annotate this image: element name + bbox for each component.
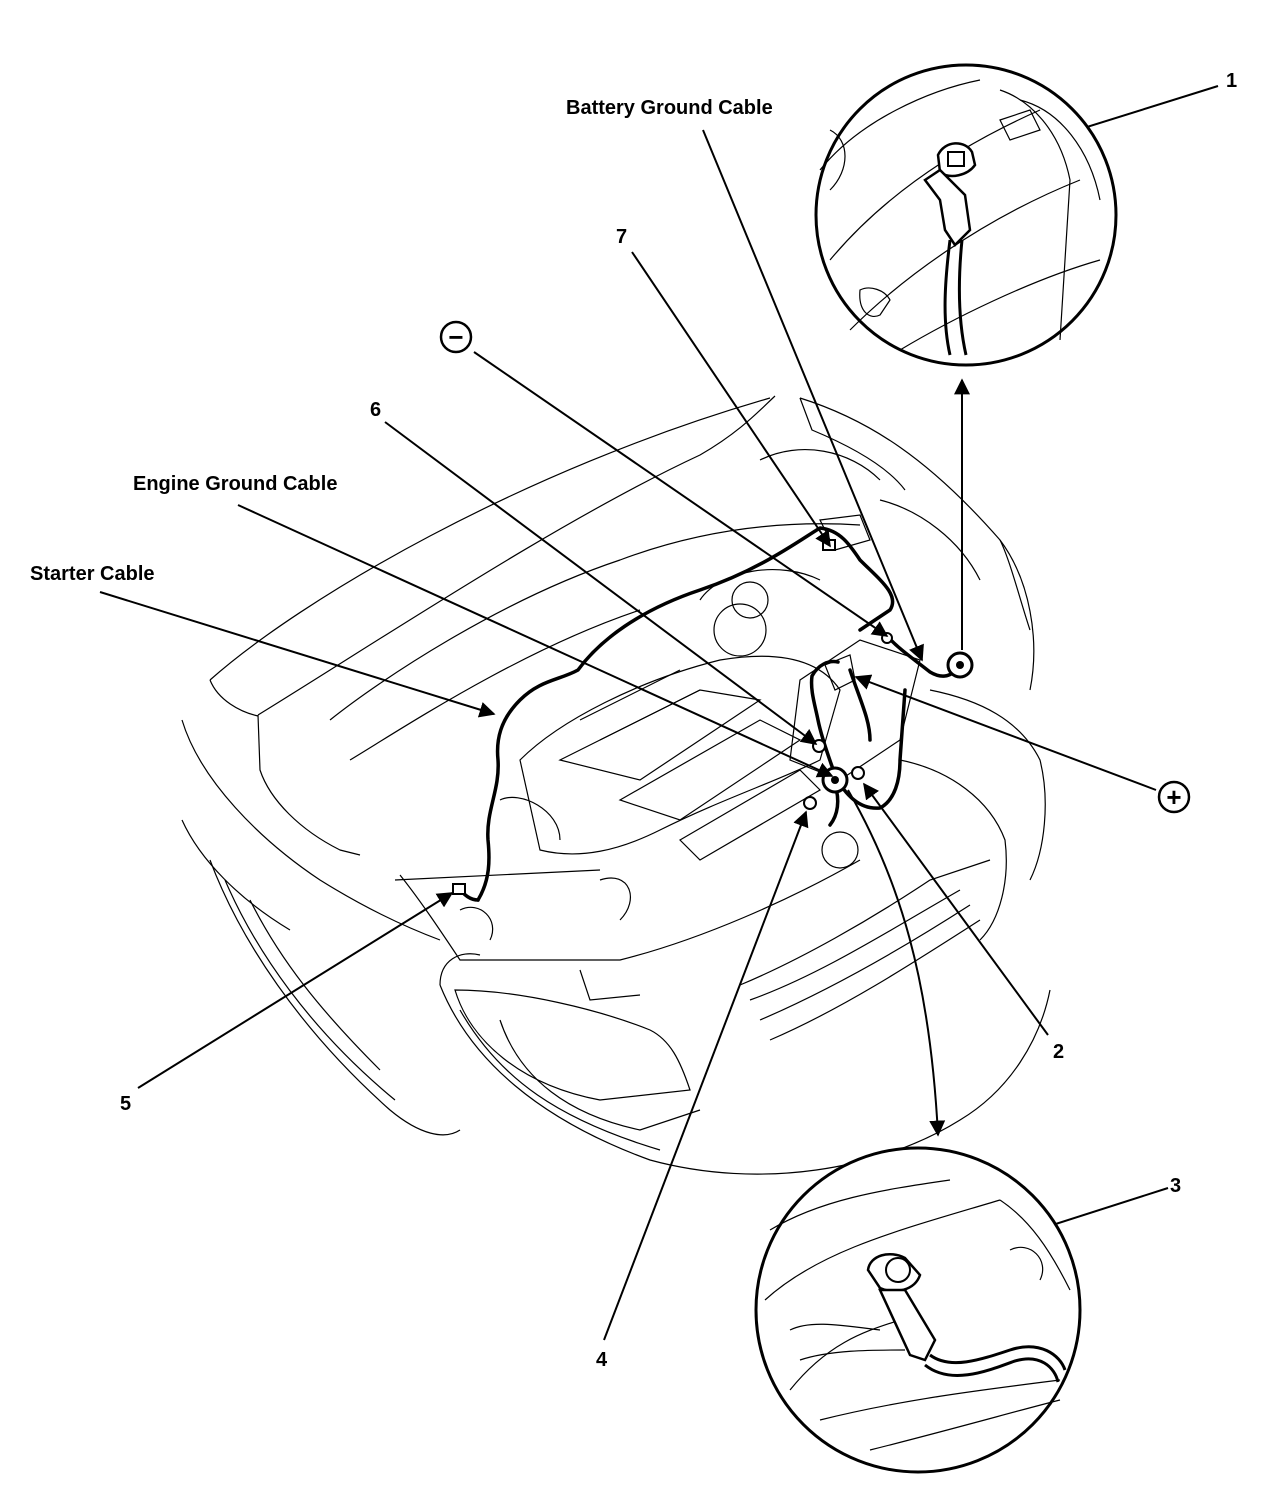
callout-7: 7 <box>616 226 627 248</box>
callout-2: 2 <box>1053 1041 1064 1063</box>
leader-lines <box>99 85 1219 1341</box>
callout-5: 5 <box>120 1093 131 1115</box>
vehicle-outline <box>181 395 1051 1175</box>
label-battery-ground-cable: Battery Ground Cable <box>566 97 773 119</box>
battery-ground-cable-run <box>886 635 960 678</box>
label-engine-ground-cable: Engine Ground Cable <box>133 473 337 495</box>
engine-ground-cable-run <box>809 659 840 777</box>
callout-6: 6 <box>370 399 381 421</box>
positive-terminal-icon <box>1157 780 1191 814</box>
detail-view-engine-ground <box>754 1146 1082 1474</box>
labels: Battery Ground Cable Engine Ground Cable… <box>30 70 1237 1371</box>
starter-cable-run <box>476 526 895 902</box>
callout-1: 1 <box>1226 70 1237 92</box>
cable-harness <box>458 526 960 902</box>
label-starter-cable: Starter Cable <box>30 563 155 585</box>
callout-4: 4 <box>596 1349 608 1371</box>
positive-symbol: + <box>1166 782 1181 812</box>
detail-view-battery-ground <box>814 63 1118 367</box>
callout-3: 3 <box>1170 1175 1181 1197</box>
negative-terminal-icon <box>439 320 473 354</box>
negative-symbol: − <box>448 322 463 352</box>
